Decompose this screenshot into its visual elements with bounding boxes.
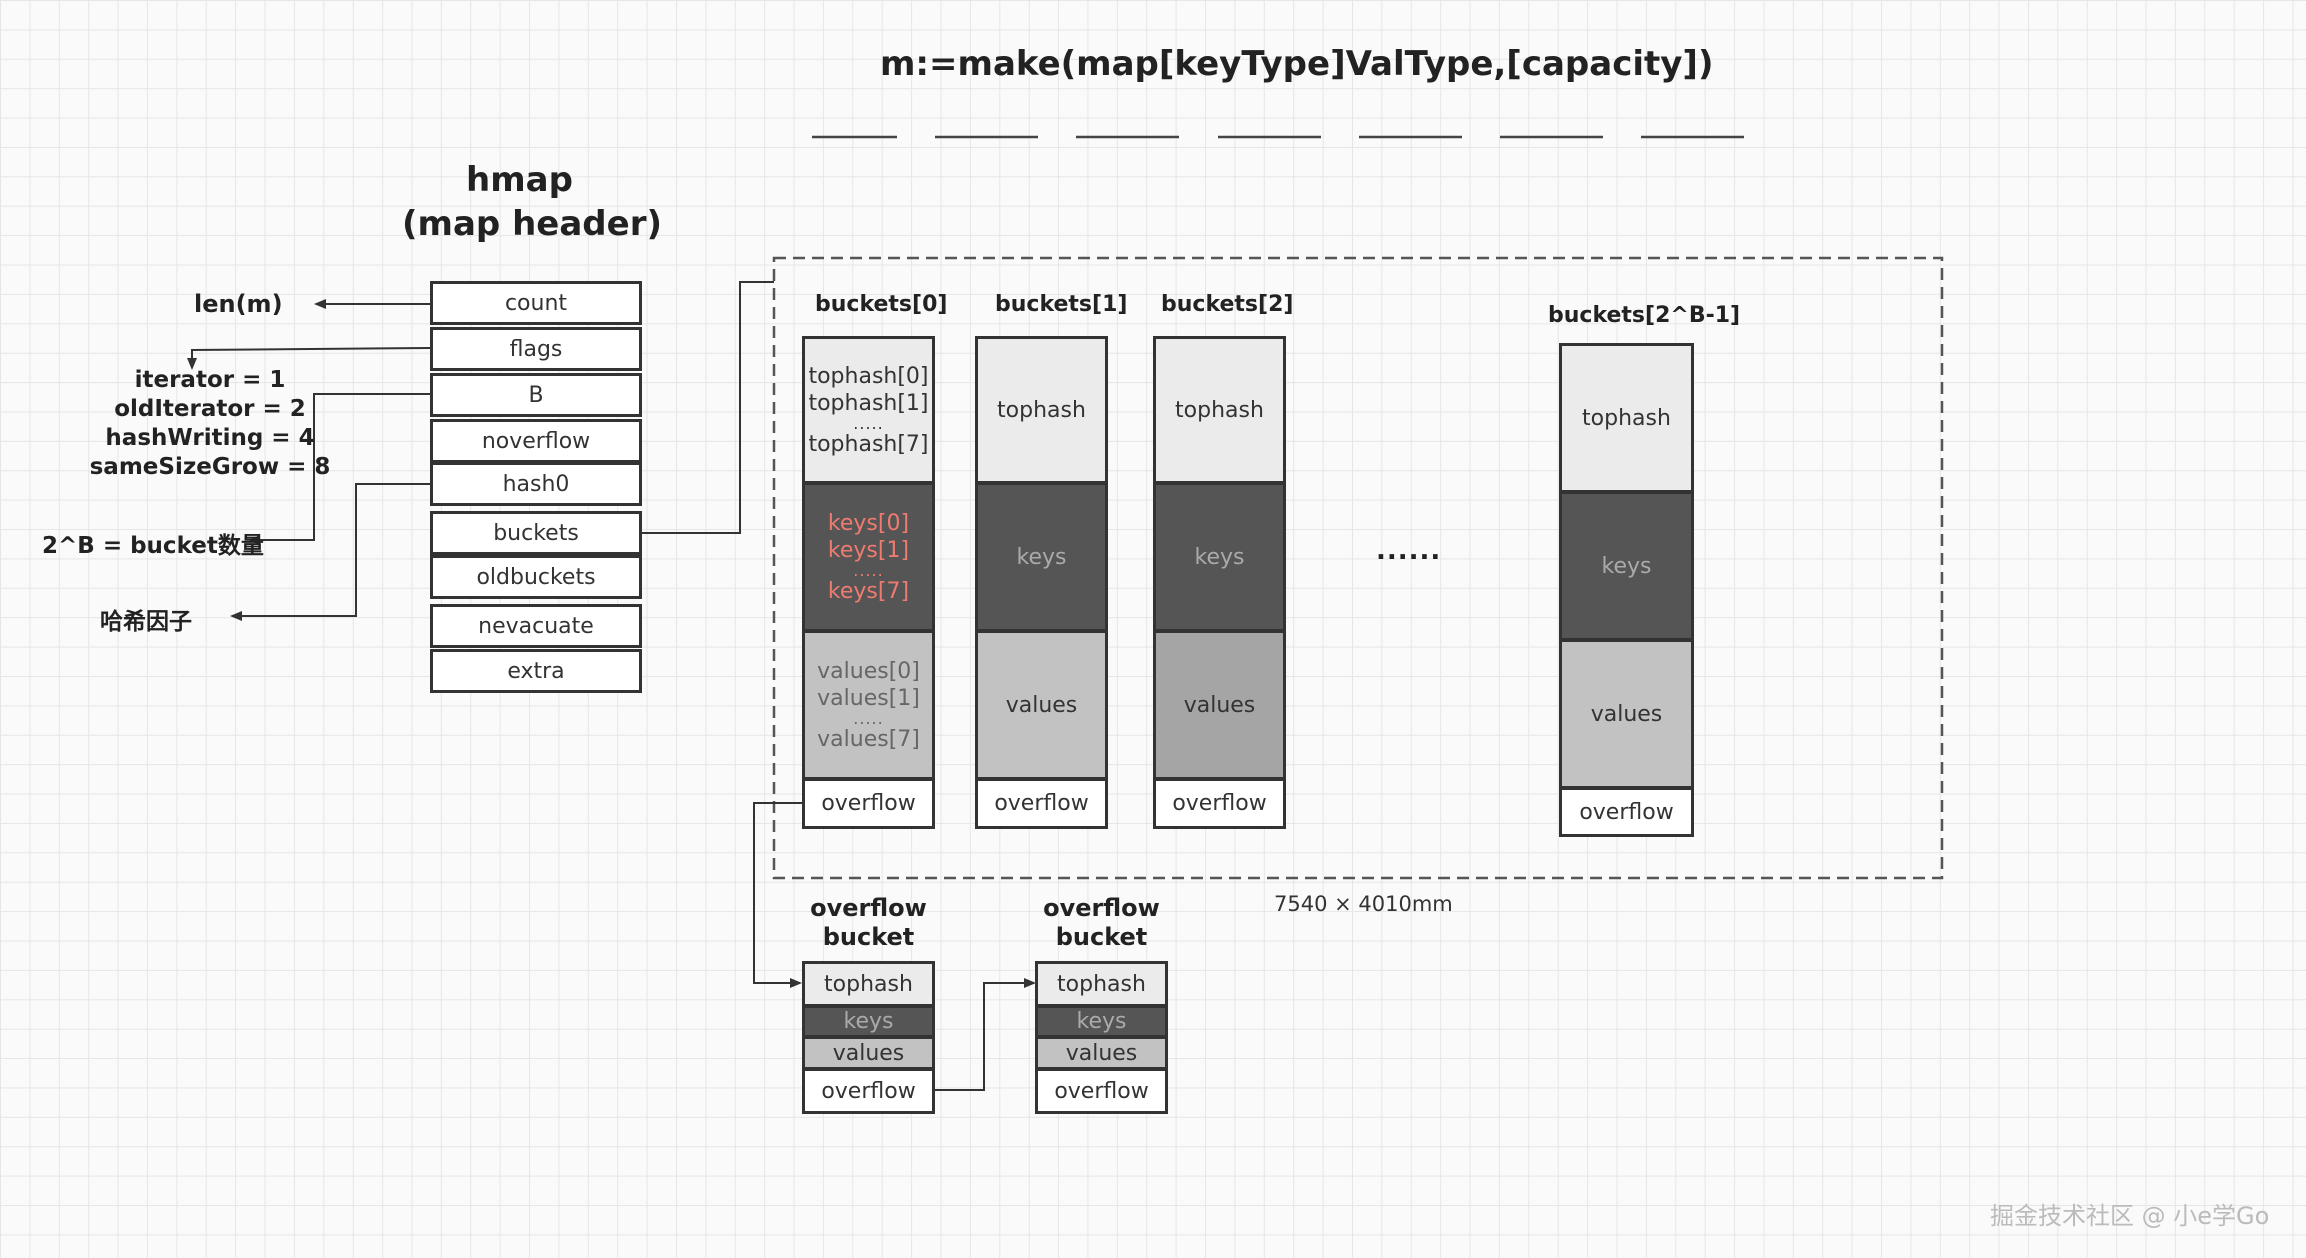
flag-same-size-grow: sameSizeGrow = 8	[89, 454, 331, 480]
bucket-last-keys: keys	[1559, 491, 1694, 641]
tophash-line: tophash[0]	[808, 363, 929, 389]
tophash-line: tophash[7]	[808, 431, 929, 457]
bucket-last-tophash: tophash	[1559, 343, 1694, 493]
keys-line: keys[1]	[827, 537, 910, 563]
tophash-line: .....	[853, 413, 884, 433]
hmap-field-b: B	[430, 373, 642, 417]
bucket-2-values: values	[1153, 630, 1286, 780]
overflow-title-line: overflow	[810, 894, 927, 922]
overflow-title-line: overflow	[1043, 894, 1160, 922]
bucket-last-values: values	[1559, 639, 1694, 789]
flag-hash-writing: hashWriting = 4	[105, 425, 315, 451]
bucket-2-tophash: tophash	[1153, 336, 1286, 484]
bucket-0-overflow: overflow	[802, 778, 935, 829]
len-label: len(m)	[194, 290, 283, 318]
values-line: values[7]	[817, 726, 920, 752]
page-title: m:=make(map[keyType]ValType,[capacity])	[880, 44, 1714, 84]
bucket-1-tophash: tophash	[975, 336, 1108, 484]
overflow-title-line: bucket	[822, 923, 915, 951]
keys-line: .....	[853, 560, 884, 580]
flag-old-iterator: oldIterator = 2	[114, 396, 306, 422]
bucket-0-tophash: tophash[0] tophash[1] ..... tophash[7]	[802, 336, 935, 484]
keys-line: keys[7]	[827, 578, 910, 604]
hmap-field-hash0: hash0	[430, 462, 642, 506]
tophash-line: tophash[1]	[808, 390, 929, 416]
values-line: values[0]	[817, 658, 920, 684]
buckets-ellipsis: ......	[1376, 536, 1442, 566]
hmap-field-buckets: buckets	[430, 511, 642, 555]
flags-values-label: iterator = 1 oldIterator = 2 hashWriting…	[80, 366, 340, 482]
bucket-0-title: buckets[0]	[815, 292, 948, 317]
hmap-subtitle: (map header)	[402, 204, 662, 244]
overflow-bucket-1-tophash: tophash	[802, 961, 935, 1007]
hmap-title: hmap	[466, 160, 573, 200]
bucket-2-overflow: overflow	[1153, 778, 1286, 829]
bucket-count-label: 2^B = bucket数量	[42, 533, 264, 559]
bucket-1-keys: keys	[975, 482, 1108, 632]
hash-factor-label: 哈希因子	[100, 609, 192, 635]
bucket-last-title: buckets[2^B-1]	[1548, 303, 1741, 328]
hmap-field-noverflow: noverflow	[430, 419, 642, 463]
overflow-bucket-2-title: overflow bucket	[1035, 894, 1168, 952]
bucket-0-values: values[0] values[1] ..... values[7]	[802, 630, 935, 780]
hmap-field-nevacuate: nevacuate	[430, 604, 642, 648]
bucket-1-overflow: overflow	[975, 778, 1108, 829]
hmap-field-oldbuckets: oldbuckets	[430, 555, 642, 599]
keys-line: keys[0]	[827, 510, 910, 536]
values-line: values[1]	[817, 685, 920, 711]
bucket-1-title: buckets[1]	[995, 292, 1128, 317]
overflow-title-line: bucket	[1055, 923, 1148, 951]
overflow-bucket-2-tophash: tophash	[1035, 961, 1168, 1007]
hmap-field-count: count	[430, 281, 642, 325]
overflow-bucket-1-overflow: overflow	[802, 1068, 935, 1114]
bucket-2-keys: keys	[1153, 482, 1286, 632]
values-line: .....	[853, 708, 884, 728]
overflow-bucket-2-keys: keys	[1035, 1005, 1168, 1038]
hmap-field-flags: flags	[430, 327, 642, 371]
overflow-bucket-2-values: values	[1035, 1036, 1168, 1070]
bucket-last-overflow: overflow	[1559, 787, 1694, 837]
hmap-field-extra: extra	[430, 649, 642, 693]
overflow-bucket-1-values: values	[802, 1036, 935, 1070]
dimension-label: 7540 × 4010mm	[1274, 892, 1453, 916]
bucket-2-title: buckets[2]	[1161, 292, 1294, 317]
overflow-bucket-1-keys: keys	[802, 1005, 935, 1038]
overflow-bucket-1-title: overflow bucket	[802, 894, 935, 952]
bucket-0-keys: keys[0] keys[1] ..... keys[7]	[802, 482, 935, 632]
overflow-bucket-2-overflow: overflow	[1035, 1068, 1168, 1114]
watermark: 掘金技术社区 @ 小e学Go	[1990, 1202, 2270, 1230]
flag-iterator: iterator = 1	[134, 367, 286, 393]
bucket-1-values: values	[975, 630, 1108, 780]
